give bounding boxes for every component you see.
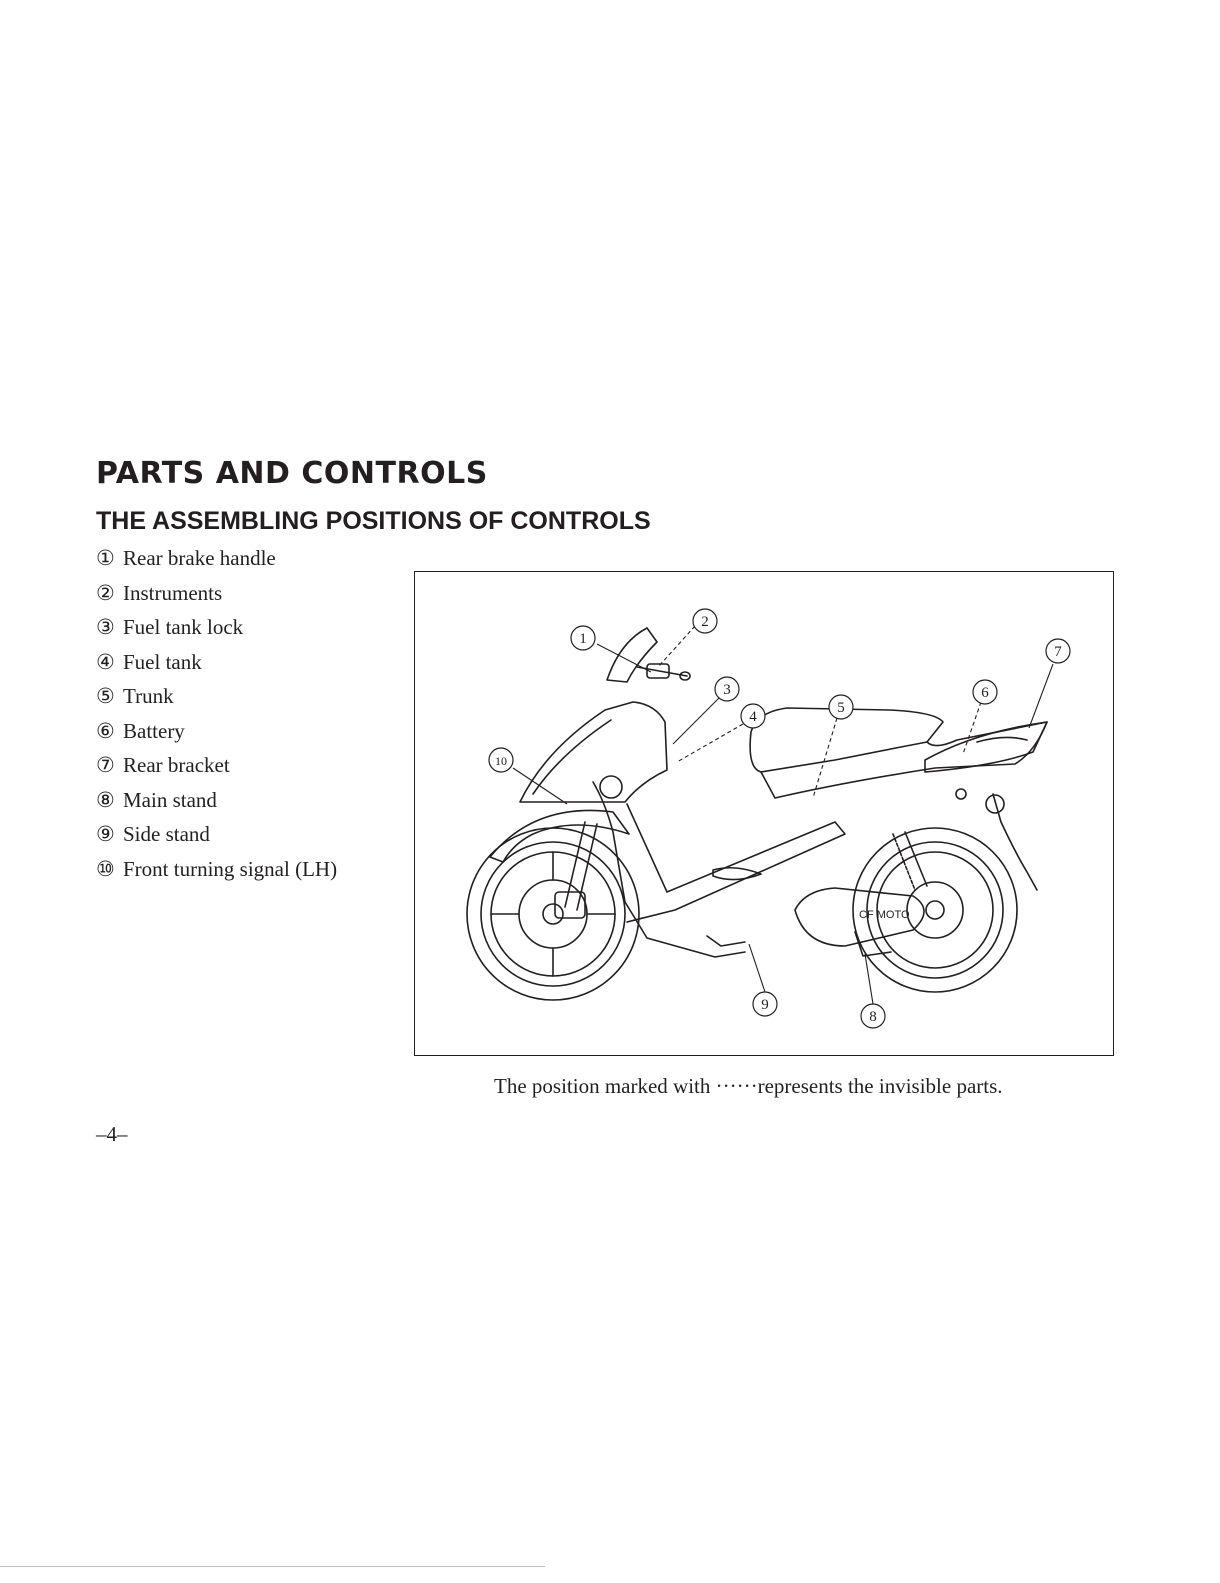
item-label: Rear brake handle: [123, 546, 276, 570]
brand-text: CF MOTO: [859, 909, 910, 921]
callout-1: 1: [579, 631, 587, 647]
item-label: Fuel tank lock: [123, 615, 243, 639]
scooter-figure: CF MOTO: [414, 571, 1114, 1056]
item-label: Rear bracket: [123, 753, 230, 777]
item-label: Main stand: [123, 788, 217, 812]
callout-8: 8: [869, 1009, 877, 1025]
callout-10: 10: [495, 754, 507, 768]
rear-shock: [893, 834, 915, 890]
page-title: PARTS AND CONTROLS: [96, 456, 488, 491]
section-subtitle: THE ASSEMBLING POSITIONS OF CONTROLS: [96, 507, 651, 536]
callout-7: 7: [1054, 644, 1062, 660]
item-number: ⑨: [96, 819, 123, 849]
item-label: Battery: [123, 719, 185, 743]
item-number: ⑩: [96, 854, 123, 884]
item-number: ④: [96, 647, 123, 677]
item-label: Trunk: [123, 684, 174, 708]
leader-line-6: [963, 702, 981, 754]
item-number: ⑧: [96, 785, 123, 815]
leader-line-9: [749, 944, 765, 992]
taillight: [925, 722, 1047, 772]
side-stand-shape: [707, 936, 745, 946]
callout-2: 2: [701, 614, 709, 630]
scooter-illustration: CF MOTO: [415, 572, 1115, 1057]
item-label: Front turning signal (LH): [123, 857, 337, 881]
item-number: ⑥: [96, 716, 123, 746]
callout-5: 5: [837, 700, 845, 716]
item-number: ⑦: [96, 750, 123, 780]
item-number: ③: [96, 612, 123, 642]
callout-4: 4: [749, 709, 757, 725]
fuel-cap: [600, 776, 622, 798]
headlight-line: [533, 720, 611, 794]
rear-bracket-arm: [993, 794, 1037, 890]
callout-6: 6: [981, 685, 989, 701]
figure-caption: The position marked with ······represent…: [494, 1074, 1003, 1099]
item-number: ①: [96, 543, 123, 573]
leader-line-2: [659, 626, 695, 666]
leader-line-3: [673, 698, 719, 744]
callout-3: 3: [723, 682, 731, 698]
item-label: Instruments: [123, 581, 222, 605]
item-number: ⑤: [96, 681, 123, 711]
item-label: Fuel tank: [123, 650, 202, 674]
bottom-rule: [0, 1566, 545, 1567]
callout-9: 9: [761, 997, 769, 1013]
floorboard: [627, 804, 845, 922]
windscreen: [607, 628, 657, 682]
page-number: –4–: [96, 1122, 128, 1147]
item-number: ②: [96, 578, 123, 608]
leader-line-7: [1029, 664, 1053, 728]
item-label: Side stand: [123, 822, 210, 846]
